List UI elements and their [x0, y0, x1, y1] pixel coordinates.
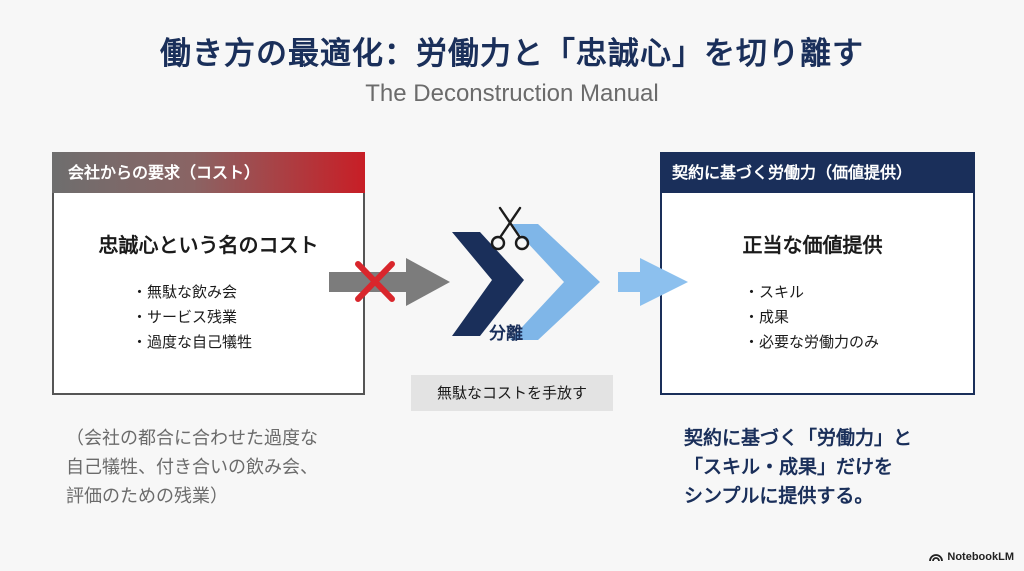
list-item: サービス残業 [132, 305, 363, 330]
list-item: スキル [744, 280, 973, 305]
value-chevron-icon [510, 224, 600, 340]
list-item: 成果 [744, 305, 973, 330]
value-panel: 契約に基づく労働力（価値提供） 正当な価値提供 スキル 成果 必要な労働力のみ [660, 152, 975, 395]
caption-line: シンプルに提供する。 [684, 485, 874, 507]
caption-line: （会社の都合に合わせた過度な [66, 428, 318, 449]
caption-line: 自己犠牲、付き合いの飲み会、 [66, 457, 318, 478]
cost-panel-header: 会社からの要求（コスト） [52, 152, 365, 193]
page-subtitle: The Deconstruction Manual [365, 80, 659, 107]
blue-arrow-icon [618, 258, 688, 306]
value-panel-heading: 正当な価値提供 [742, 233, 883, 257]
caption-line: 評価のための残業） [66, 486, 228, 507]
notebooklm-watermark: NotebookLM [929, 551, 1014, 563]
list-item: 必要な労働力のみ [744, 330, 973, 355]
notebooklm-logo-icon [929, 554, 944, 562]
cost-panel-heading: 忠誠心という名のコスト [98, 233, 319, 257]
list-item: 無駄な飲み会 [132, 280, 363, 305]
scissors-icon [490, 206, 530, 251]
cost-chevron-icon [452, 232, 524, 336]
separate-label: 分離 [489, 324, 523, 344]
page-title: 働き方の最適化：労働力と「忠誠心」を切り離す [160, 36, 864, 72]
cost-list: 無駄な飲み会 サービス残業 過度な自己犠牲 [54, 280, 363, 355]
caption-line: 「スキル・成果」だけを [684, 456, 894, 478]
value-list: スキル 成果 必要な労働力のみ [662, 280, 973, 355]
cost-panel: 会社からの要求（コスト） 忠誠心という名のコスト 無駄な飲み会 サービス残業 過… [52, 152, 365, 395]
cost-caption: （会社の都合に合わせた過度な 自己犠牲、付き合いの飲み会、 評価のための残業） [66, 424, 376, 511]
brand-label: NotebookLM [947, 551, 1014, 563]
value-caption: 契約に基づく「労働力」と 「スキル・成果」だけを シンプルに提供する。 [684, 424, 984, 511]
discard-cost-tag: 無駄なコストを手放す [411, 375, 613, 411]
list-item: 過度な自己犠牲 [132, 330, 363, 355]
value-panel-header: 契約に基づく労働力（価値提供） [660, 152, 975, 193]
caption-line: 契約に基づく「労働力」と [684, 427, 913, 449]
cross-icon [355, 261, 395, 302]
